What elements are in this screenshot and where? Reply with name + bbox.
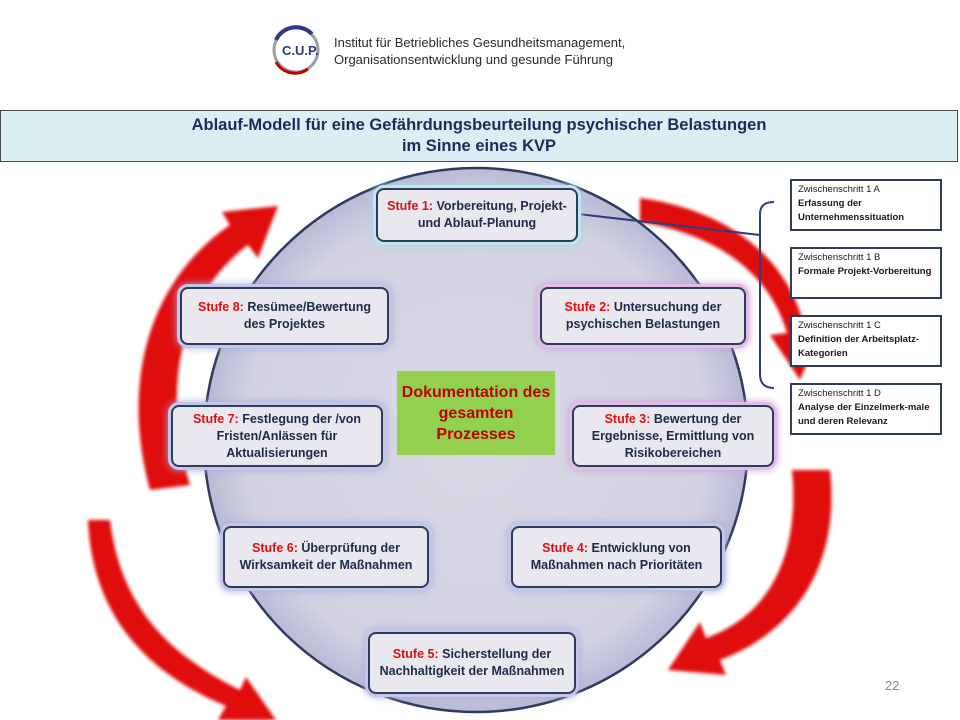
substep-1d-desc: Analyse der Einzelmerk-male und deren Re… [798,402,930,427]
logo-text: C.U.P. [282,43,319,58]
stage-2-label: Stufe 2: [564,300,611,314]
institute-line-2: Organisationsentwicklung und gesunde Füh… [334,52,613,67]
stage-6-label: Stufe 6: [252,541,298,555]
logo: C.U.P. Institut für Betriebliches Gesund… [268,22,628,78]
stage1-connector [577,213,761,236]
stage-5: Stufe 5: Sicherstellung der Nachhaltigke… [368,632,576,694]
stage-6: Stufe 6: Überprüfung der Wirksamkeit der… [223,526,429,588]
stage-2: Stufe 2: Untersuchung der psychischen Be… [540,287,746,345]
stage-7-text: Festlegung der /von Fristen/Anlässen für… [216,411,362,460]
stage-3-text: Bewertung der Ergebnisse, Ermittlung von… [591,411,755,460]
stage-3-label: Stufe 3: [604,411,651,426]
substep-1d: Zwischenschritt 1 D Analyse der Einzelme… [790,383,942,435]
stage-5-label: Stufe 5: [392,647,439,661]
stage-8: Stufe 8: Resümee/Bewertung des Projektes [180,287,389,345]
substep-1c-title: Zwischenschritt 1 C [798,320,881,331]
title-bar: Ablauf-Modell für eine Gefährdungsbeurte… [0,110,958,162]
documentation-box: Dokumentation des gesamten Prozesses [397,371,555,455]
title-line-1: Ablauf-Modell für eine Gefährdungsbeurte… [191,116,767,134]
stage-4-label: Stufe 4: [542,541,589,555]
arrow-top-right [640,198,822,380]
page-number: 22 [885,678,900,693]
substep-1b-desc: Formale Projekt-Vorbereitung [798,266,932,277]
substep-1c-desc: Definition der Arbeitsplatz-Kategorien [798,334,920,359]
substep-1d-title: Zwischenschritt 1 D [798,388,881,399]
institute-line-1: Institut für Betriebliches Gesundheitsma… [334,35,626,50]
stage-8-label: Stufe 8: [198,300,244,314]
stage-1: Stufe 1: Vorbereitung, Projekt- und Abla… [376,188,578,242]
institute-name: Institut für Betriebliches Gesundheitsma… [334,34,625,68]
stage-7-label: Stufe 7: [192,411,239,426]
arrow-bottom-left [88,520,276,720]
substep-1b: Zwischenschritt 1 B Formale Projekt-Vorb… [790,247,942,299]
stage-8-text: Resümee/Bewertung des Projektes [243,300,371,331]
stage-1-label: Stufe 1: [387,199,433,213]
substep-1a: Zwischenschritt 1 A Erfassung der Untern… [790,179,942,231]
cup-logo-icon: C.U.P. [272,25,320,75]
stage-6-text: Überprüfung der Wirksamkeit der Maßnahme… [239,541,413,572]
substep-1c: Zwischenschritt 1 C Definition der Arbei… [790,315,942,367]
substep-bracket [759,201,775,389]
stage-4-text: Entwicklung von Maßnahmen nach Priorität… [530,541,703,572]
title-line-2: im Sinne eines KVP [401,137,557,155]
stage-1-text: Vorbereitung, Projekt- und Ablauf-Planun… [417,199,567,230]
substep-1a-desc: Erfassung der Unternehmenssituation [798,198,905,223]
substep-1b-title: Zwischenschritt 1 B [798,252,881,263]
stage-7: Stufe 7: Festlegung der /von Fristen/Anl… [171,405,383,467]
stage-3: Stufe 3: Bewertung der Ergebnisse, Ermit… [572,405,774,467]
stage-5-text: Sicherstellung der Nachhaltigkeit der Ma… [379,647,565,678]
stage-2-text: Untersuchung der psychischen Belastungen [565,300,722,331]
substep-1a-title: Zwischenschritt 1 A [798,184,880,195]
stage-4: Stufe 4: Entwicklung von Maßnahmen nach … [511,526,722,588]
arrow-bottom-right [668,470,832,675]
